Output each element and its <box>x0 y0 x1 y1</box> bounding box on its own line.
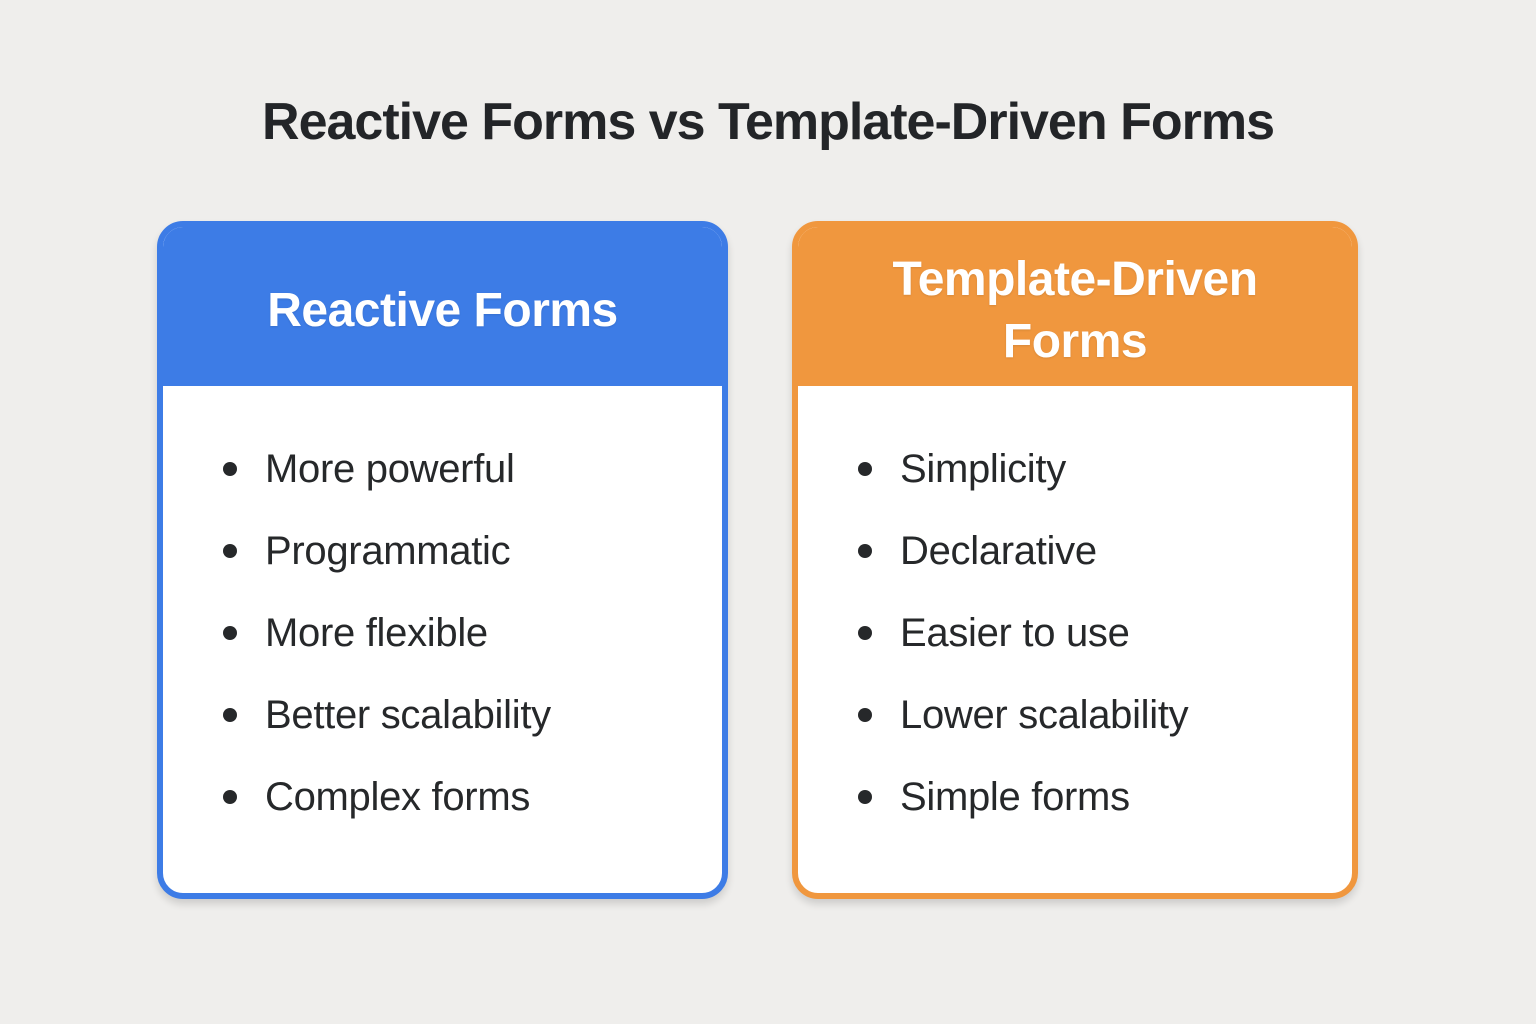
list-item-label: Better scalability <box>265 692 551 737</box>
list-item-label: Simplicity <box>900 446 1066 491</box>
list-item: Simple forms <box>858 756 1332 838</box>
bullet-icon <box>223 626 237 640</box>
card-reactive-forms: Reactive Forms More powerful Programmati… <box>157 221 728 899</box>
list-item-label: Lower scalability <box>900 692 1189 737</box>
list-item: Complex forms <box>223 756 702 838</box>
card-reactive-forms-title: Reactive Forms <box>267 284 618 337</box>
bullet-icon <box>858 790 872 804</box>
list-item-label: Programmatic <box>265 528 511 573</box>
list-item: Declarative <box>858 510 1332 592</box>
list-item: Simplicity <box>858 428 1332 510</box>
bullet-icon <box>223 462 237 476</box>
card-reactive-forms-header: Reactive Forms <box>163 227 722 386</box>
card-template-driven-forms-header: Template-Driven Forms <box>798 227 1352 386</box>
list-item-label: Declarative <box>900 528 1097 573</box>
list-item: More flexible <box>223 592 702 674</box>
bullet-icon <box>858 544 872 558</box>
page-title: Reactive Forms vs Template-Driven Forms <box>262 93 1275 151</box>
bullet-icon <box>858 626 872 640</box>
card-template-driven-forms-title: Template-Driven Forms <box>892 253 1258 368</box>
list-item: Easier to use <box>858 592 1332 674</box>
bullet-icon <box>223 790 237 804</box>
bullet-icon <box>858 462 872 476</box>
list-item: Programmatic <box>223 510 702 592</box>
bullet-icon <box>223 708 237 722</box>
reactive-forms-list: More powerful Programmatic More flexible… <box>223 428 702 838</box>
card-template-driven-forms-body: Simplicity Declarative Easier to use Low… <box>798 386 1352 838</box>
list-item-label: Simple forms <box>900 774 1130 819</box>
bullet-icon <box>223 544 237 558</box>
bullet-icon <box>858 708 872 722</box>
list-item-label: More flexible <box>265 610 488 655</box>
list-item-label: More powerful <box>265 446 515 491</box>
list-item: Better scalability <box>223 674 702 756</box>
card-reactive-forms-body: More powerful Programmatic More flexible… <box>163 386 722 838</box>
list-item-label: Complex forms <box>265 774 531 819</box>
list-item: Lower scalability <box>858 674 1332 756</box>
cards-row: Reactive Forms More powerful Programmati… <box>157 221 1358 899</box>
card-template-driven-forms: Template-Driven Forms Simplicity Declara… <box>792 221 1358 899</box>
template-driven-forms-list: Simplicity Declarative Easier to use Low… <box>858 428 1332 838</box>
list-item: More powerful <box>223 428 702 510</box>
list-item-label: Easier to use <box>900 610 1130 655</box>
